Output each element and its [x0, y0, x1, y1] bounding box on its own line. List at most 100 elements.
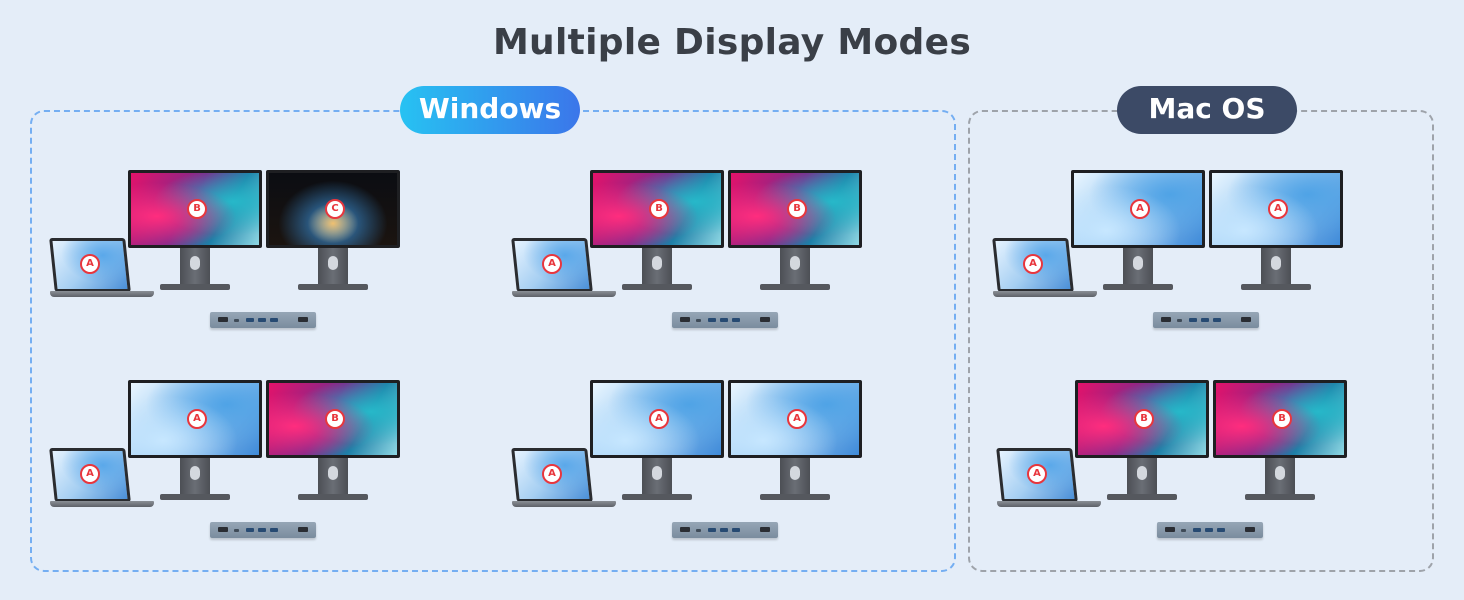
display-setup: A A B: [49, 380, 400, 560]
display-setup: A B B: [996, 380, 1347, 560]
dock-port: [760, 317, 770, 322]
monitor: A: [728, 380, 862, 500]
monitor-screen: B: [728, 170, 862, 248]
display-setup: A A A: [992, 170, 1343, 350]
monitor-screen: A: [128, 380, 262, 458]
display-setup: A A A: [511, 380, 862, 560]
monitor-foot: [622, 284, 692, 290]
dock-port: [1189, 318, 1197, 322]
display-badge: B: [325, 409, 345, 429]
dock-port: [218, 527, 228, 532]
dock-port: [246, 528, 254, 532]
monitor-foot: [298, 284, 368, 290]
display-badge: A: [787, 409, 807, 429]
laptop-base: [50, 501, 154, 507]
dock-port: [234, 529, 239, 532]
dock-port: [1165, 527, 1175, 532]
laptop-base: [993, 291, 1097, 297]
display-badge: A: [1027, 464, 1047, 484]
dock-port: [696, 529, 701, 532]
docking-station: [672, 312, 778, 328]
stand-cable-hole: [328, 256, 338, 270]
display-badge: B: [649, 199, 669, 219]
display-badge: A: [542, 254, 562, 274]
monitor: A: [128, 380, 262, 500]
monitor-screen: B: [266, 380, 400, 458]
laptop-base: [512, 291, 616, 297]
display-badge: A: [1023, 254, 1043, 274]
dock-port: [720, 318, 728, 322]
display-badge: A: [187, 409, 207, 429]
laptop-base: [997, 501, 1101, 507]
monitor-foot: [160, 494, 230, 500]
dock-port: [1181, 529, 1186, 532]
display-badge: B: [1272, 409, 1292, 429]
monitor: B: [590, 170, 724, 290]
docking-station: [672, 522, 778, 538]
docking-station: [1153, 312, 1259, 328]
dock-port: [732, 528, 740, 532]
monitor: B: [128, 170, 262, 290]
display-badge: A: [80, 464, 100, 484]
dock-port: [298, 317, 308, 322]
monitor: B: [266, 380, 400, 500]
laptop: A: [49, 448, 156, 508]
dock-port: [1201, 318, 1209, 322]
stand-cable-hole: [1133, 256, 1143, 270]
windows-label-pill: Windows: [400, 86, 580, 134]
dock-port: [246, 318, 254, 322]
laptop: A: [49, 238, 156, 298]
docking-station: [1157, 522, 1263, 538]
monitor-screen: A: [1209, 170, 1343, 248]
dock-port: [218, 317, 228, 322]
monitor-screen: A: [728, 380, 862, 458]
stand-cable-hole: [190, 466, 200, 480]
display-setup: A B B: [511, 170, 862, 350]
display-badge: A: [542, 464, 562, 484]
dock-port: [1177, 319, 1182, 322]
stand-cable-hole: [652, 466, 662, 480]
dock-port: [1193, 528, 1201, 532]
monitor-screen: B: [1213, 380, 1347, 458]
stand-cable-hole: [652, 256, 662, 270]
dock-port: [732, 318, 740, 322]
monitor: A: [590, 380, 724, 500]
dock-port: [258, 528, 266, 532]
monitor-foot: [760, 494, 830, 500]
display-badge: A: [80, 254, 100, 274]
dock-port: [1241, 317, 1251, 322]
monitor: B: [728, 170, 862, 290]
dock-port: [234, 319, 239, 322]
monitor-screen: C: [266, 170, 400, 248]
monitor-screen: B: [1075, 380, 1209, 458]
dock-port: [298, 527, 308, 532]
display-badge: A: [649, 409, 669, 429]
stand-cable-hole: [328, 466, 338, 480]
docking-station: [210, 522, 316, 538]
dock-port: [270, 528, 278, 532]
laptop: A: [511, 238, 618, 298]
monitor-foot: [1241, 284, 1311, 290]
dock-port: [708, 528, 716, 532]
dock-port: [1217, 528, 1225, 532]
mac-label-pill: Mac OS: [1117, 86, 1297, 134]
display-badge: B: [1134, 409, 1154, 429]
display-badge: B: [787, 199, 807, 219]
display-badge: A: [1130, 199, 1150, 219]
stand-cable-hole: [1271, 256, 1281, 270]
monitor: C: [266, 170, 400, 290]
monitor-foot: [760, 284, 830, 290]
dock-port: [1245, 527, 1255, 532]
laptop: A: [511, 448, 618, 508]
laptop: A: [996, 448, 1103, 508]
display-setup: A B C: [49, 170, 400, 350]
dock-port: [1205, 528, 1213, 532]
page-title: Multiple Display Modes: [492, 22, 972, 63]
dock-port: [708, 318, 716, 322]
monitor-screen: B: [590, 170, 724, 248]
dock-port: [1213, 318, 1221, 322]
stand-cable-hole: [1137, 466, 1147, 480]
display-badge: A: [1268, 199, 1288, 219]
display-badge: C: [325, 199, 345, 219]
laptop: A: [992, 238, 1099, 298]
